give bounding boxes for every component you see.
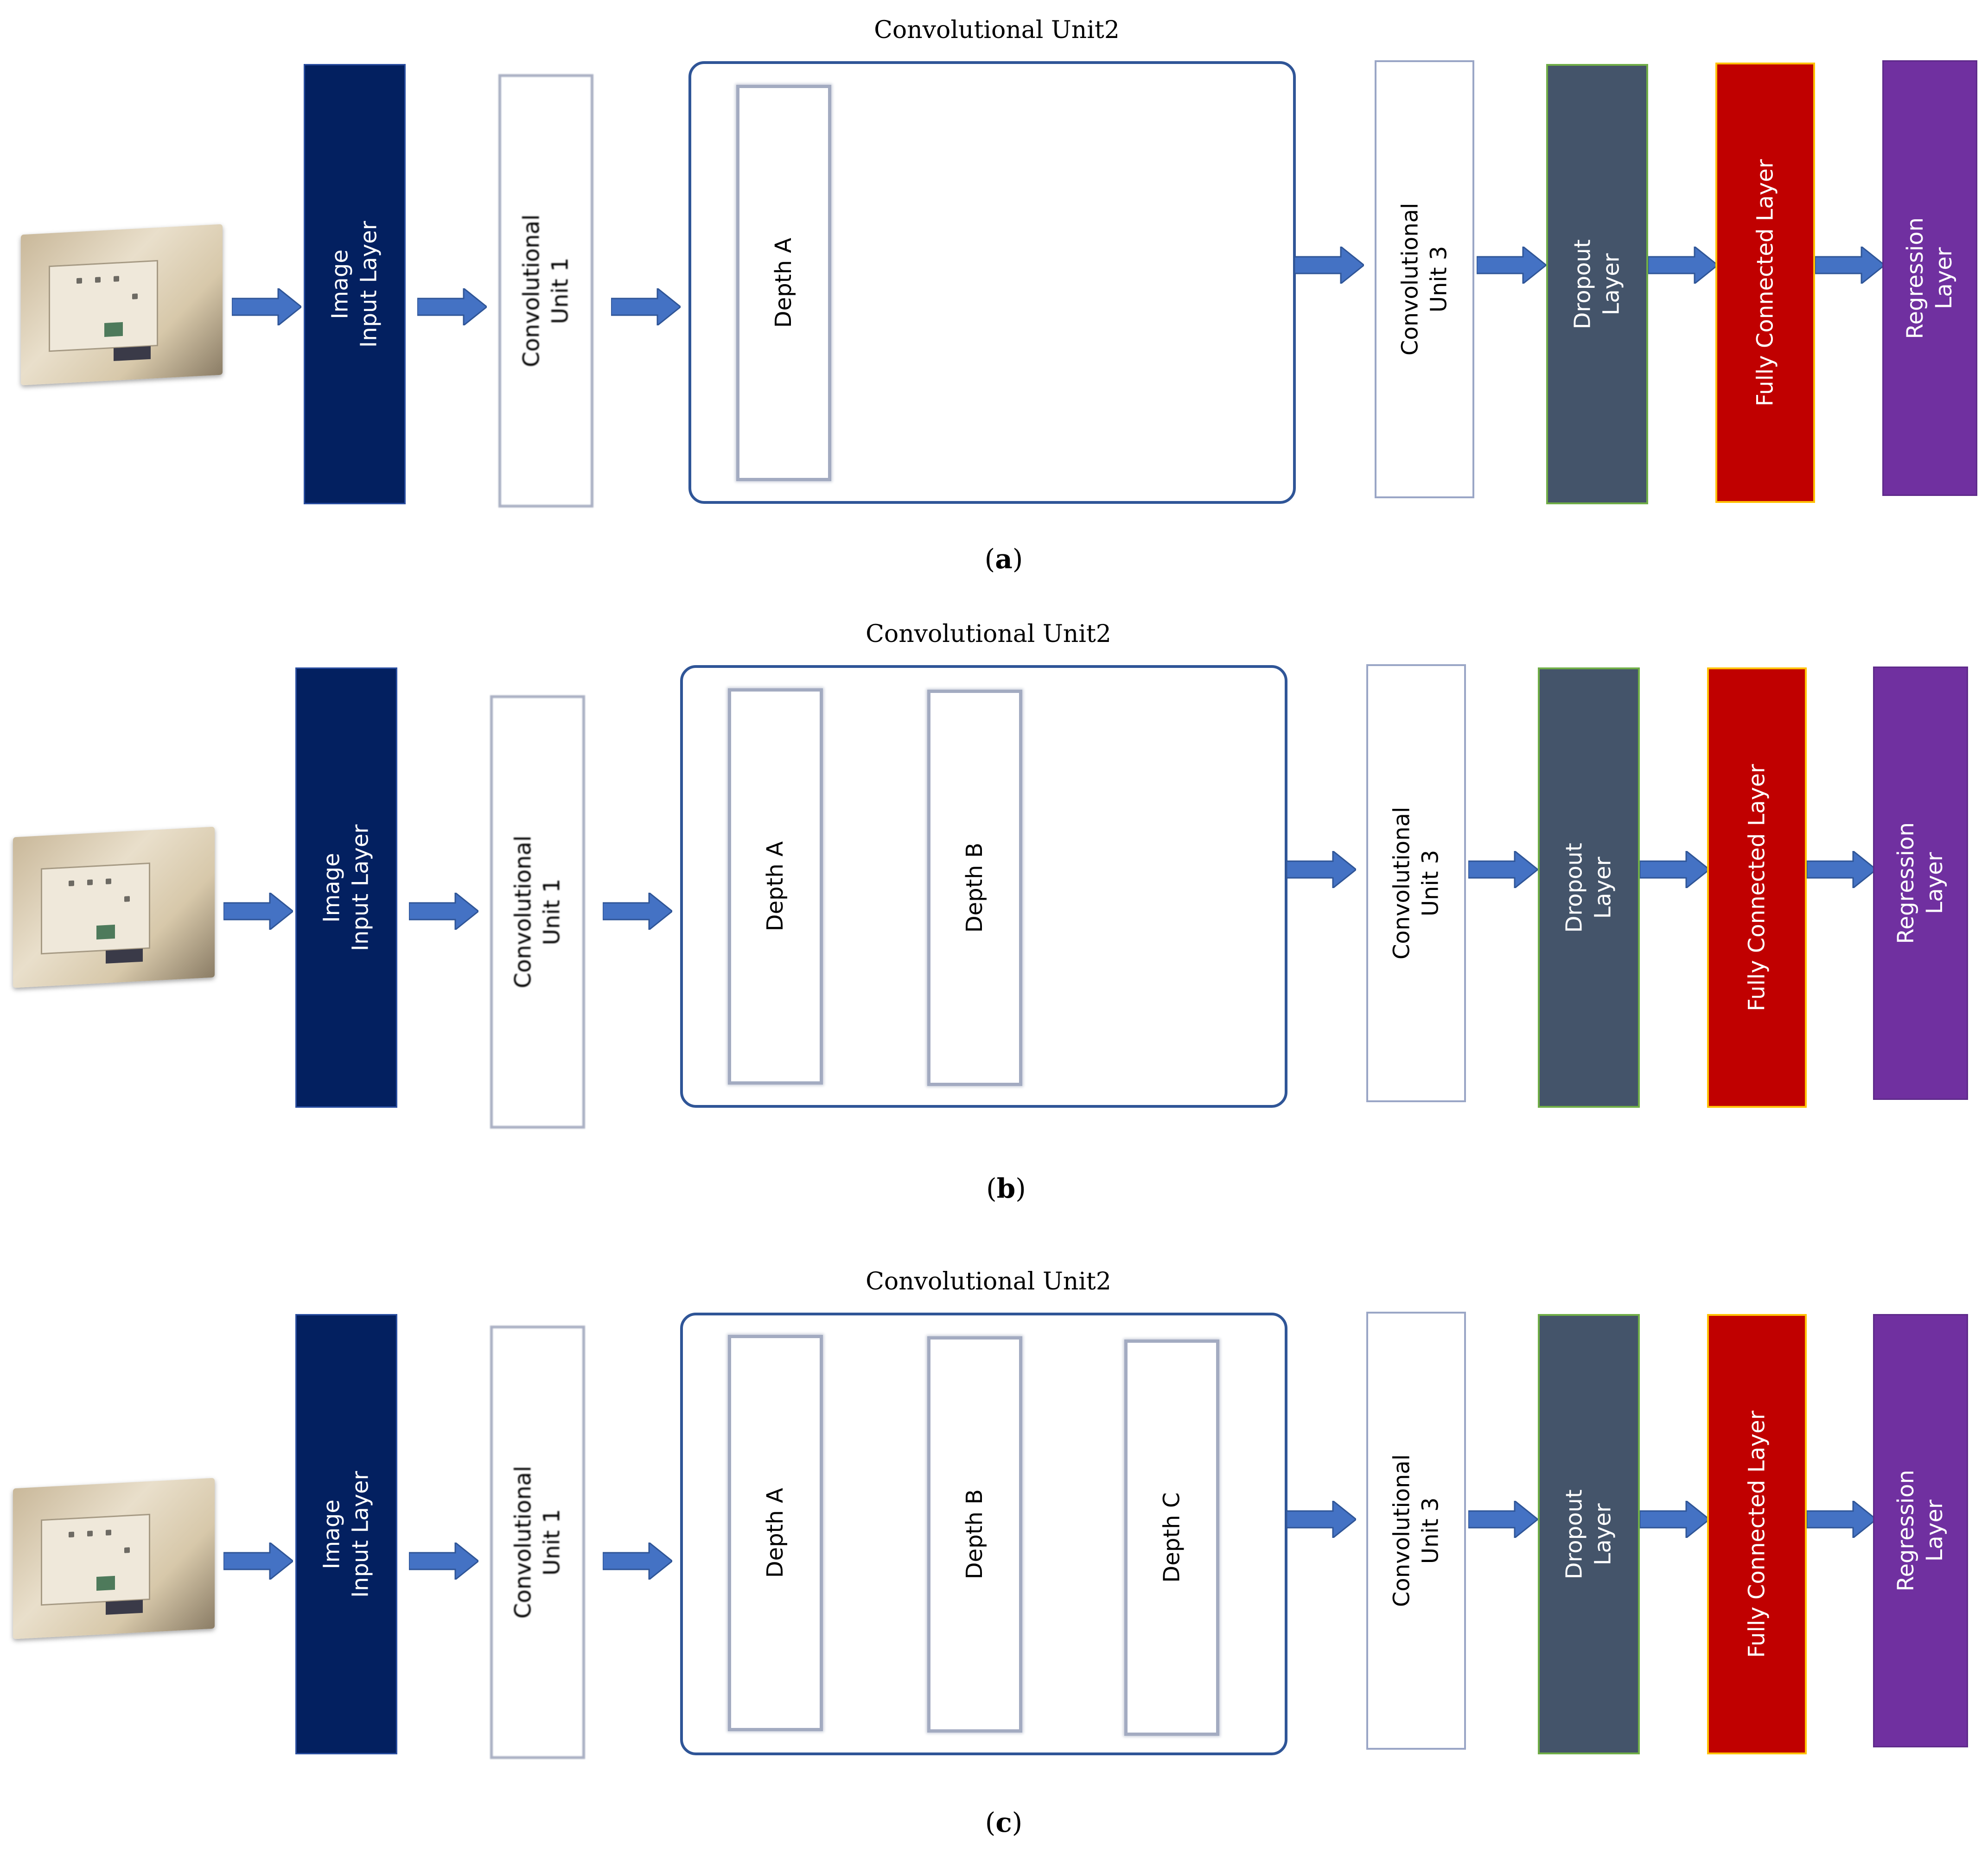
- regression-layer-label: Regression Layer: [1902, 217, 1957, 339]
- dropout-layer: Dropout Layer: [1546, 64, 1648, 504]
- dropout-layer-label: Dropout Layer: [1569, 239, 1625, 330]
- arrow-3: [611, 288, 681, 325]
- fully-connected-layer: Fully Connected Layer: [1707, 1314, 1807, 1754]
- caption-b: (b): [986, 1173, 1026, 1204]
- fully-connected-layer-label: Fully Connected Layer: [1752, 159, 1778, 406]
- arrow-1: [223, 893, 293, 930]
- regression-layer-label: Regression Layer: [1893, 822, 1948, 944]
- image-input-layer: Image Input Layer: [295, 1314, 397, 1754]
- regression-layer: Regression Layer: [1873, 667, 1968, 1100]
- dropout-layer-label: Dropout Layer: [1561, 1489, 1616, 1580]
- arrow-5: [1468, 851, 1538, 888]
- convolutional-unit-3-label: Convolutional Unit 3: [1397, 203, 1452, 356]
- arrow-5: [1477, 247, 1546, 284]
- depth-a: Depth A: [728, 688, 823, 1085]
- convolutional-unit-1-label: Convolutional Unit 1: [518, 214, 573, 368]
- convolutional-unit-3: Convolutional Unit 3: [1375, 60, 1474, 498]
- arrow-4: [1287, 851, 1356, 888]
- convolutional-unit-3-label: Convolutional Unit 3: [1389, 806, 1444, 960]
- convolutional-unit-1: Convolutional Unit 1: [490, 1326, 585, 1759]
- depth-c-label: Depth C: [1159, 1492, 1185, 1583]
- arrow-5: [1468, 1501, 1538, 1538]
- arrow-6: [1640, 1501, 1709, 1538]
- panel-c: Image Input Layer Convolutional Unit 1 C…: [0, 1251, 1988, 1854]
- arrow-3: [603, 1543, 672, 1580]
- regression-layer: Regression Layer: [1882, 60, 1977, 496]
- depth-b: Depth B: [927, 1336, 1022, 1733]
- convolutional-unit-3-label: Convolutional Unit 3: [1389, 1454, 1444, 1607]
- caption-a: (a): [984, 543, 1023, 575]
- regression-layer: Regression Layer: [1873, 1314, 1968, 1747]
- input-image-thumbnail: [13, 1478, 215, 1639]
- convolutional-unit-1: Convolutional Unit 1: [490, 695, 585, 1129]
- depth-b-label: Depth B: [962, 1489, 988, 1580]
- arrow-1: [223, 1543, 293, 1580]
- fully-connected-layer-label: Fully Connected Layer: [1744, 764, 1770, 1011]
- caption-a-letter: a: [995, 543, 1013, 575]
- fully-connected-layer-label: Fully Connected Layer: [1744, 1410, 1770, 1658]
- arrow-4: [1294, 247, 1364, 284]
- arrow-6: [1648, 247, 1718, 284]
- depth-b-label: Depth B: [962, 843, 988, 933]
- arrow-2: [409, 893, 478, 930]
- image-input-layer: Image Input Layer: [304, 64, 406, 504]
- image-input-layer-label: Image Input Layer: [327, 221, 382, 348]
- input-image-thumbnail: [21, 224, 223, 386]
- dropout-layer: Dropout Layer: [1538, 1314, 1640, 1754]
- arrow-7: [1807, 1501, 1876, 1538]
- dropout-layer: Dropout Layer: [1538, 667, 1640, 1108]
- convolutional-unit2-title: Convolutional Unit2: [874, 16, 1120, 44]
- input-image-thumbnail: [13, 826, 215, 988]
- arrow-4: [1287, 1501, 1356, 1538]
- convolutional-unit-3: Convolutional Unit 3: [1366, 1312, 1466, 1750]
- convolutional-unit-1: Convolutional Unit 1: [498, 74, 593, 508]
- fully-connected-layer: Fully Connected Layer: [1707, 667, 1807, 1108]
- convolutional-unit-1-label: Convolutional Unit 1: [510, 1466, 565, 1619]
- image-input-layer-label: Image Input Layer: [319, 1471, 374, 1598]
- panel-b: Image Input Layer Convolutional Unit 1 C…: [0, 603, 1988, 1205]
- convolutional-unit2-title: Convolutional Unit2: [866, 620, 1111, 648]
- convolutional-unit-3: Convolutional Unit 3: [1366, 664, 1466, 1102]
- fully-connected-layer: Fully Connected Layer: [1715, 63, 1815, 503]
- image-input-layer: Image Input Layer: [295, 667, 397, 1108]
- depth-a-label: Depth A: [771, 238, 797, 328]
- arrow-7: [1807, 851, 1876, 888]
- caption-b-letter: b: [996, 1173, 1016, 1204]
- dropout-layer-label: Dropout Layer: [1561, 842, 1616, 933]
- convolutional-unit-1-label: Convolutional Unit 1: [510, 835, 565, 989]
- depth-a: Depth A: [736, 85, 831, 481]
- regression-layer-label: Regression Layer: [1893, 1470, 1948, 1592]
- arrow-1: [232, 288, 301, 325]
- caption-c: (c): [985, 1807, 1023, 1838]
- arrow-6: [1640, 851, 1709, 888]
- depth-a-label: Depth A: [762, 841, 789, 932]
- panel-a: Image Input Layer Convolutional Unit 1 C…: [0, 0, 1988, 603]
- depth-b: Depth B: [927, 690, 1022, 1086]
- depth-a: Depth A: [728, 1335, 823, 1731]
- arrow-3: [603, 893, 672, 930]
- caption-c-letter: c: [995, 1807, 1012, 1838]
- arrow-7: [1815, 247, 1885, 284]
- depth-a-label: Depth A: [762, 1488, 789, 1578]
- arrow-2: [409, 1543, 478, 1580]
- convolutional-unit2-title: Convolutional Unit2: [866, 1268, 1111, 1295]
- arrow-2: [417, 288, 487, 325]
- image-input-layer-label: Image Input Layer: [319, 824, 374, 951]
- depth-c: Depth C: [1124, 1340, 1219, 1736]
